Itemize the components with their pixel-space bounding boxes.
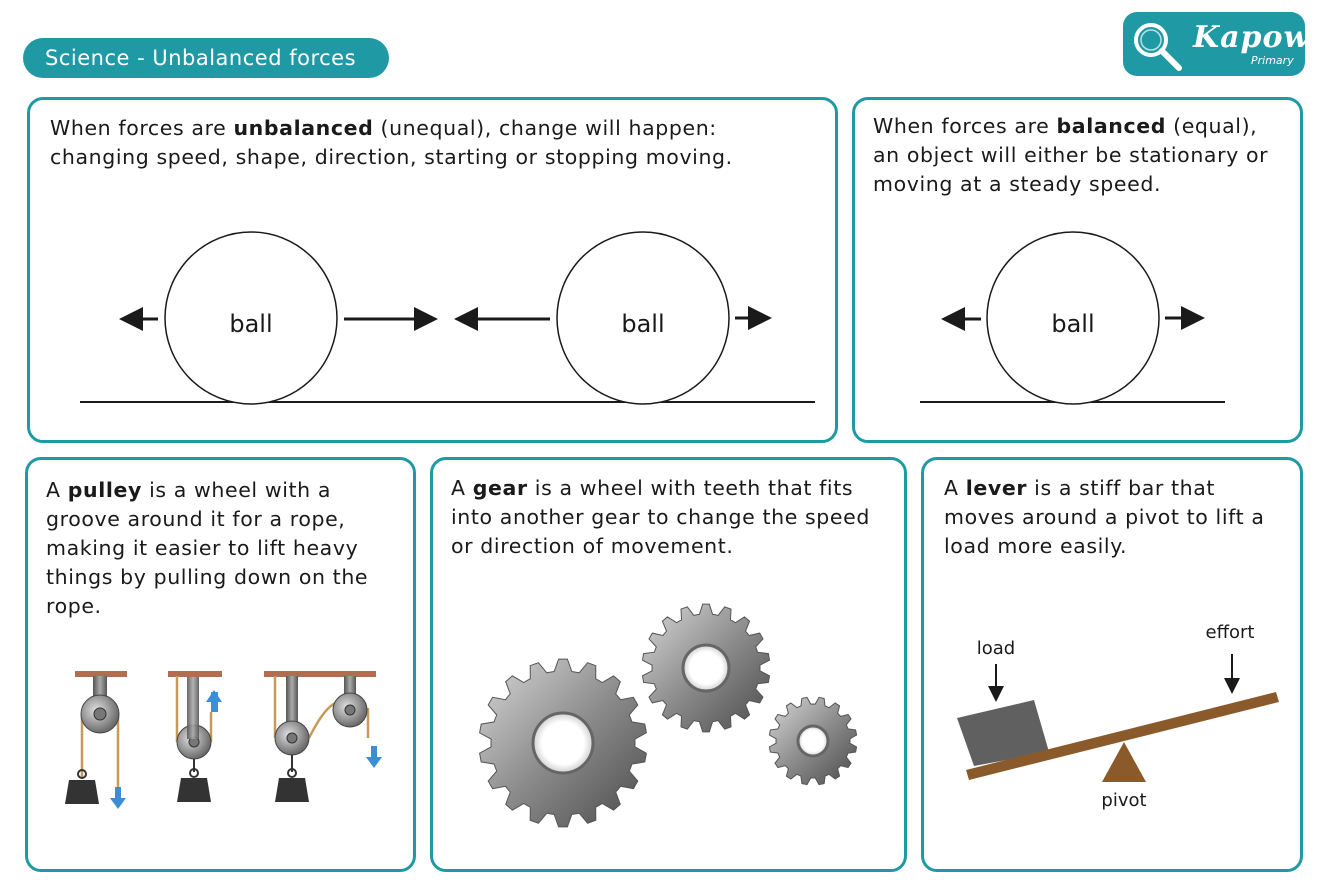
pulley-text: A pulley is a wheel with a groove around…: [46, 476, 406, 621]
effort-label: effort: [1206, 622, 1255, 643]
page-title: Science - Unbalanced forces: [23, 38, 389, 78]
balanced-diagram: ball: [920, 231, 1225, 405]
lever-text-bold: lever: [965, 476, 1028, 500]
logo-subtext: Primary: [1251, 54, 1294, 67]
unbalanced-text: When forces are unbalanced (unequal), ch…: [50, 114, 820, 172]
ball-label: ball: [1051, 310, 1094, 338]
lever-diagram: load effort pivot: [957, 622, 1279, 811]
pulley-text-part: is a wheel with a groove around it for a…: [46, 478, 369, 618]
lever-text-part: is a stiff bar that moves around a pivot…: [944, 476, 1265, 558]
lever-text: A lever is a stiff bar that moves around…: [944, 474, 1289, 561]
balanced-panel: When forces are balanced (equal), an obj…: [852, 97, 1303, 443]
lever-bar: [966, 692, 1279, 780]
gear-small: [768, 696, 858, 786]
pulley-panel: A pulley is a wheel with a groove around…: [25, 457, 416, 872]
unbalanced-text-part: (unequal), change will happen: changing …: [50, 116, 733, 169]
pulley-text-part: A: [46, 478, 68, 502]
gear-hole: [681, 643, 731, 693]
gear-large: [479, 658, 647, 828]
pivot-label: pivot: [1101, 790, 1146, 811]
ball-circle: [986, 231, 1160, 405]
balanced-text: When forces are balanced (equal), an obj…: [873, 112, 1288, 199]
ball-circle: [556, 231, 730, 405]
gear-text-part: is a wheel with teeth that fits into ano…: [451, 476, 870, 558]
gear-text-bold: gear: [472, 476, 528, 500]
gear-hole: [796, 724, 830, 758]
kapow-logo: Kapow Primary: [1123, 12, 1305, 76]
ball-circle: [164, 231, 338, 405]
ball-label: ball: [229, 310, 272, 338]
pulley-diagram: [65, 671, 382, 809]
pulley-text-bold: pulley: [67, 478, 142, 502]
gear-hole: [531, 711, 595, 775]
unbalanced-text-bold: unbalanced: [233, 116, 374, 140]
compound-pulley: [264, 671, 382, 802]
ball-label: ball: [621, 310, 664, 338]
magnifier-icon: [1134, 23, 1182, 71]
gear-text: A gear is a wheel with teeth that fits i…: [451, 474, 896, 561]
single-fixed-pulley: [65, 671, 127, 809]
unbalanced-panel: When forces are unbalanced (unequal), ch…: [27, 97, 838, 443]
gear-medium: [641, 603, 771, 733]
unbalanced-diagram: ball ball: [80, 231, 815, 405]
logo-brand: Kapow: [1193, 20, 1305, 55]
page-title-text: Science - Unbalanced forces: [45, 46, 357, 70]
lever-text-part: A: [944, 476, 966, 500]
gear-text-part: A: [451, 476, 473, 500]
gear-diagram: [479, 603, 858, 828]
gear-panel: A gear is a wheel with teeth that fits i…: [430, 457, 907, 872]
load-box: [957, 700, 1049, 766]
balanced-text-part: When forces are: [873, 114, 1057, 138]
balanced-text-part: (equal), an object will either be statio…: [873, 114, 1269, 196]
balanced-text-bold: balanced: [1056, 114, 1166, 138]
lever-panel: A lever is a stiff bar that moves around…: [921, 457, 1303, 872]
movable-pulley: [168, 671, 222, 802]
load-label: load: [977, 638, 1015, 659]
pivot-triangle: [1102, 742, 1146, 782]
unbalanced-text-part: When forces are: [50, 116, 234, 140]
